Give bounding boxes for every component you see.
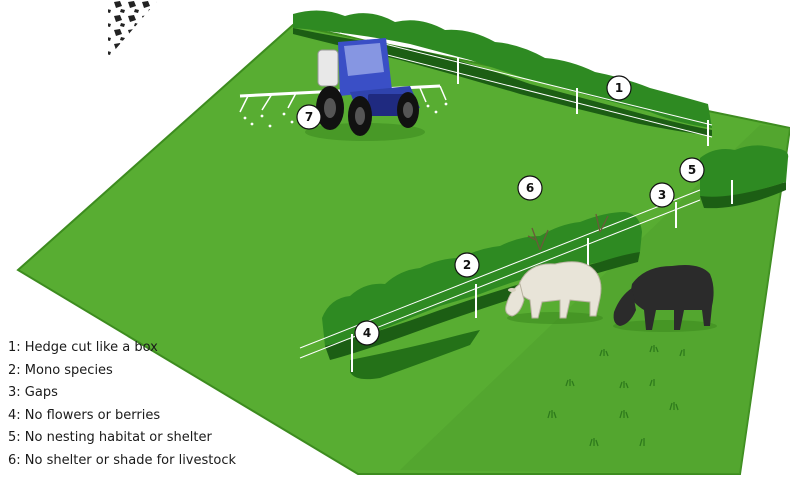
legend-item-1: 1: Hedge cut like a box: [8, 337, 288, 360]
marker-6: 6: [518, 176, 542, 200]
legend-item-6: 6: No shelter or shade for livestock: [8, 450, 288, 473]
svg-text:6: 6: [526, 181, 534, 195]
marker-2: 2: [455, 253, 479, 277]
marker-5: 5: [680, 158, 704, 182]
marker-4: 4: [355, 321, 379, 345]
marker-7: 7: [297, 105, 321, 129]
svg-text:2: 2: [463, 258, 471, 272]
legend-item-5: 5: No nesting habitat or shelter: [8, 427, 288, 450]
legend-list: 1: Hedge cut like a box 2: Mono species …: [8, 337, 288, 472]
marker-1: 1: [607, 76, 631, 100]
svg-text:5: 5: [688, 163, 696, 177]
svg-text:1: 1: [615, 81, 623, 95]
cow-print-corner: [108, 0, 158, 58]
svg-text:7: 7: [305, 110, 313, 124]
legend-item-3: 3: Gaps: [8, 382, 288, 405]
svg-text:3: 3: [658, 188, 666, 202]
legend-item-2: 2: Mono species: [8, 360, 288, 383]
svg-text:4: 4: [363, 326, 371, 340]
marker-3: 3: [650, 183, 674, 207]
legend-item-4: 4: No flowers or berries: [8, 405, 288, 428]
